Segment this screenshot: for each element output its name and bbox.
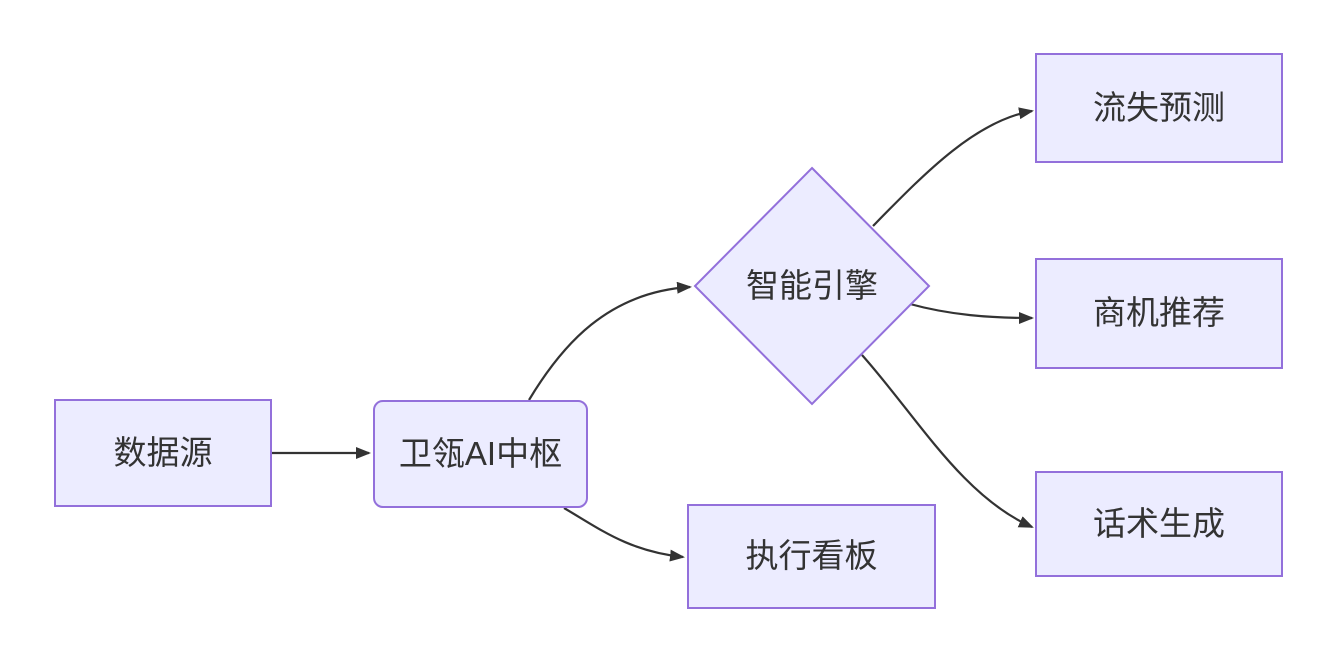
edge-aihub-to-dashboard: [563, 507, 685, 562]
node-opportunity-label: 商机推荐: [1093, 294, 1225, 332]
node-datasource-label: 数据源: [113, 433, 213, 471]
edge-aihub-to-engine: [528, 281, 692, 401]
node-engine: 智能引擎: [712, 264, 912, 308]
node-engine-diamond-shape: [693, 166, 931, 406]
node-dashboard: 执行看板: [687, 504, 936, 609]
node-aihub-label: 卫瓴AI中枢: [398, 434, 563, 472]
node-datasource: 数据源: [54, 399, 272, 507]
node-aihub: 卫瓴AI中枢: [373, 400, 588, 508]
edge-engine-to-churn: [872, 107, 1034, 227]
node-script: 话术生成: [1035, 471, 1283, 577]
node-churn-label: 流失预测: [1093, 88, 1225, 126]
node-engine-label: 智能引擎: [746, 266, 878, 304]
node-churn: 流失预测: [1035, 53, 1283, 163]
node-dashboard-label: 执行看板: [745, 537, 878, 575]
edge-engine-to-opportunity: [909, 302, 1034, 324]
node-opportunity: 商机推荐: [1035, 258, 1283, 369]
edge-engine-to-script: [861, 354, 1034, 529]
node-script-label: 话术生成: [1093, 504, 1225, 542]
